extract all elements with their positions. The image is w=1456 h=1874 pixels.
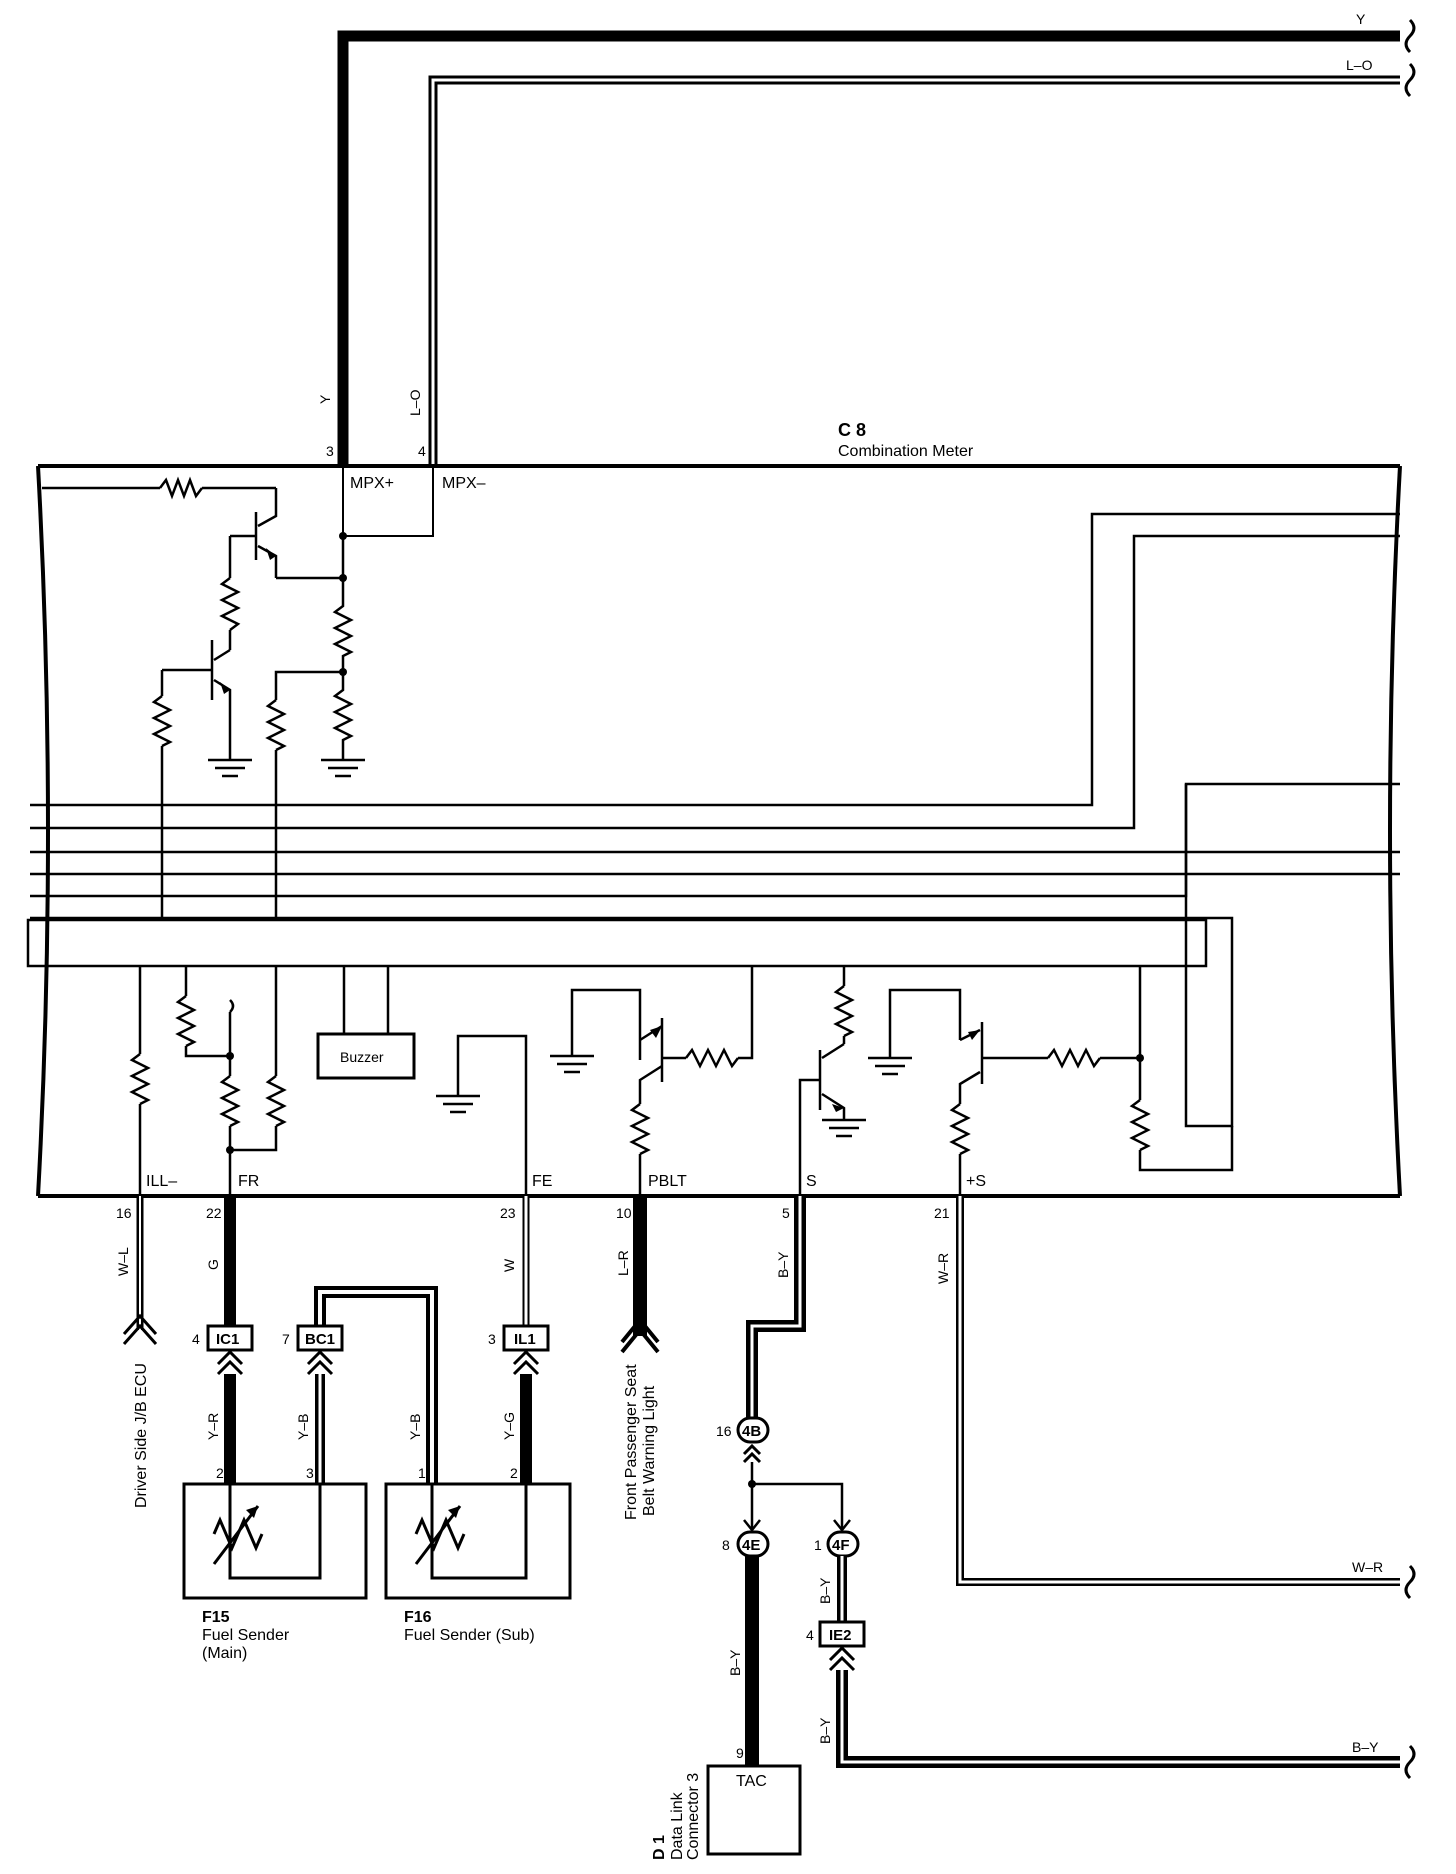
connector-4f-label: 4F — [832, 1537, 850, 1554]
wire-break-marks — [1404, 18, 1416, 1780]
pin-name-s: S — [806, 1173, 817, 1190]
connector-4b-pin: 16 — [716, 1423, 732, 1439]
split-dot — [748, 1480, 756, 1488]
pin-num-4: 4 — [418, 443, 426, 459]
connector-bc1-label: BC1 — [305, 1331, 335, 1348]
wire-by-ie2 — [836, 1670, 1400, 1768]
wire-wl — [122, 1196, 158, 1345]
wire-label-y-right: Y — [1356, 11, 1366, 27]
wire-code-yg: Y–G — [501, 1412, 517, 1440]
connector-4b-label: 4B — [742, 1423, 761, 1440]
sender-main-pin-2: 2 — [216, 1465, 224, 1481]
connector-ic1 — [206, 1324, 254, 1376]
wire-code-y-top: Y — [317, 394, 333, 404]
connector-ie2 — [818, 1620, 866, 1672]
bus-lines — [26, 512, 1400, 1128]
connector-4e-label: 4E — [742, 1537, 760, 1554]
fuel-sender-main-sub: (Main) — [202, 1645, 247, 1662]
dlc-pin: 9 — [736, 1745, 744, 1761]
connector-4f-pin: 1 — [814, 1537, 822, 1553]
pin-name-fe: FE — [532, 1173, 552, 1190]
meter-outline — [36, 464, 1402, 1198]
pin-num-23: 23 — [500, 1205, 516, 1221]
pin-num-16: 16 — [116, 1205, 132, 1221]
pin-name-plus-s: +S — [966, 1173, 986, 1190]
sender-sub-pin-2: 2 — [510, 1465, 518, 1481]
dlc-box — [706, 1764, 802, 1856]
wire-code-yb-1: Y–B — [295, 1414, 311, 1440]
fuel-sender-main-name: Fuel Sender — [202, 1627, 290, 1644]
pin-name-pblt: PBLT — [648, 1173, 687, 1190]
connector-il1-pin: 3 — [488, 1331, 496, 1347]
pin-name-mpx-plus: MPX+ — [350, 475, 394, 492]
wire-code-by-ie2: B–Y — [817, 1717, 833, 1744]
wire-code-yr: Y–R — [205, 1413, 221, 1440]
wire-code-g: G — [205, 1259, 221, 1270]
fuel-sender-sub-name: Fuel Sender (Sub) — [404, 1627, 535, 1644]
fuel-sender-main — [182, 1482, 368, 1600]
buzzer-label: Buzzer — [340, 1049, 384, 1065]
meter-name: Combination Meter — [838, 443, 974, 460]
connector-il1-label: IL1 — [514, 1331, 536, 1348]
wire-label-wr-right: W–R — [1352, 1559, 1383, 1575]
fuel-sender-main-arrow — [246, 1506, 258, 1518]
pin-num-21: 21 — [934, 1205, 950, 1221]
wire-lo-top — [428, 75, 1400, 466]
wire-wr — [956, 1196, 1400, 1586]
wire-code-wl: W–L — [115, 1247, 131, 1276]
pin-num-10: 10 — [616, 1205, 632, 1221]
internal-circuit-upper — [42, 476, 365, 920]
wire-code-w: W — [501, 1258, 517, 1272]
wire-yb-loop — [314, 1286, 438, 1484]
wire-code-by-s: B–Y — [775, 1251, 791, 1278]
connector-4b — [736, 1416, 770, 1464]
driver-side-label: Driver Side J/B ECU — [133, 1363, 150, 1508]
upper-circuit-marks — [220, 532, 347, 694]
connector-bc1-pin: 7 — [282, 1331, 290, 1347]
connector-ic1-label: IC1 — [216, 1331, 239, 1348]
fuel-sender-main-code: F15 — [202, 1609, 230, 1626]
wire-code-by-4f: B–Y — [817, 1577, 833, 1604]
connector-ie2-label: IE2 — [829, 1627, 852, 1644]
passenger-label-1: Front Passenger Seat — [623, 1364, 640, 1520]
wire-by-s — [746, 1196, 806, 1418]
lower-circuit-marks — [226, 1026, 1144, 1154]
sender-main-pin-3: 3 — [306, 1465, 314, 1481]
pin-num-5: 5 — [782, 1205, 790, 1221]
sender-sub-pin-1: 1 — [418, 1465, 426, 1481]
pin-name-fr: FR — [238, 1173, 259, 1190]
pin-num-22: 22 — [206, 1205, 222, 1221]
wire-y-top — [337, 30, 1400, 466]
fuel-sender-sub — [384, 1482, 572, 1600]
wire-label-lo-right: L–O — [1346, 57, 1373, 73]
wire-code-by-4e: B–Y — [727, 1649, 743, 1676]
internal-circuit-lower — [129, 966, 1234, 1196]
connector-ic1-pin: 4 — [192, 1331, 200, 1347]
wire-label-by-right: B–Y — [1352, 1739, 1379, 1755]
wire-code-wr: W–R — [935, 1253, 951, 1284]
mpx-box — [342, 466, 434, 537]
connector-4e-pin: 8 — [722, 1537, 730, 1553]
pin-name-ill: ILL– — [146, 1173, 177, 1190]
wire-lr — [620, 1196, 660, 1354]
connector-bc1 — [296, 1324, 344, 1376]
wire-code-yb-2: Y–B — [407, 1414, 423, 1440]
connector-il1 — [502, 1324, 550, 1376]
wire-code-lo-top: L–O — [407, 389, 423, 416]
dlc-name-1: Data Link — [669, 1791, 686, 1860]
wire-split — [743, 1462, 851, 1533]
meter-code: C 8 — [838, 420, 866, 440]
pin-num-3: 3 — [326, 443, 334, 459]
dlc-name-2: Connector 3 — [685, 1773, 702, 1860]
pin-name-mpx-minus: MPX– — [442, 475, 486, 492]
fuel-sender-sub-arrow — [448, 1506, 460, 1518]
connector-ie2-pin: 4 — [806, 1627, 814, 1643]
dlc-code: D 1 — [651, 1835, 668, 1860]
dlc-terminal: TAC — [736, 1773, 767, 1790]
wire-code-lr: L–R — [615, 1250, 631, 1276]
passenger-label-2: Belt Warning Light — [641, 1385, 658, 1516]
fuel-sender-sub-code: F16 — [404, 1609, 432, 1626]
